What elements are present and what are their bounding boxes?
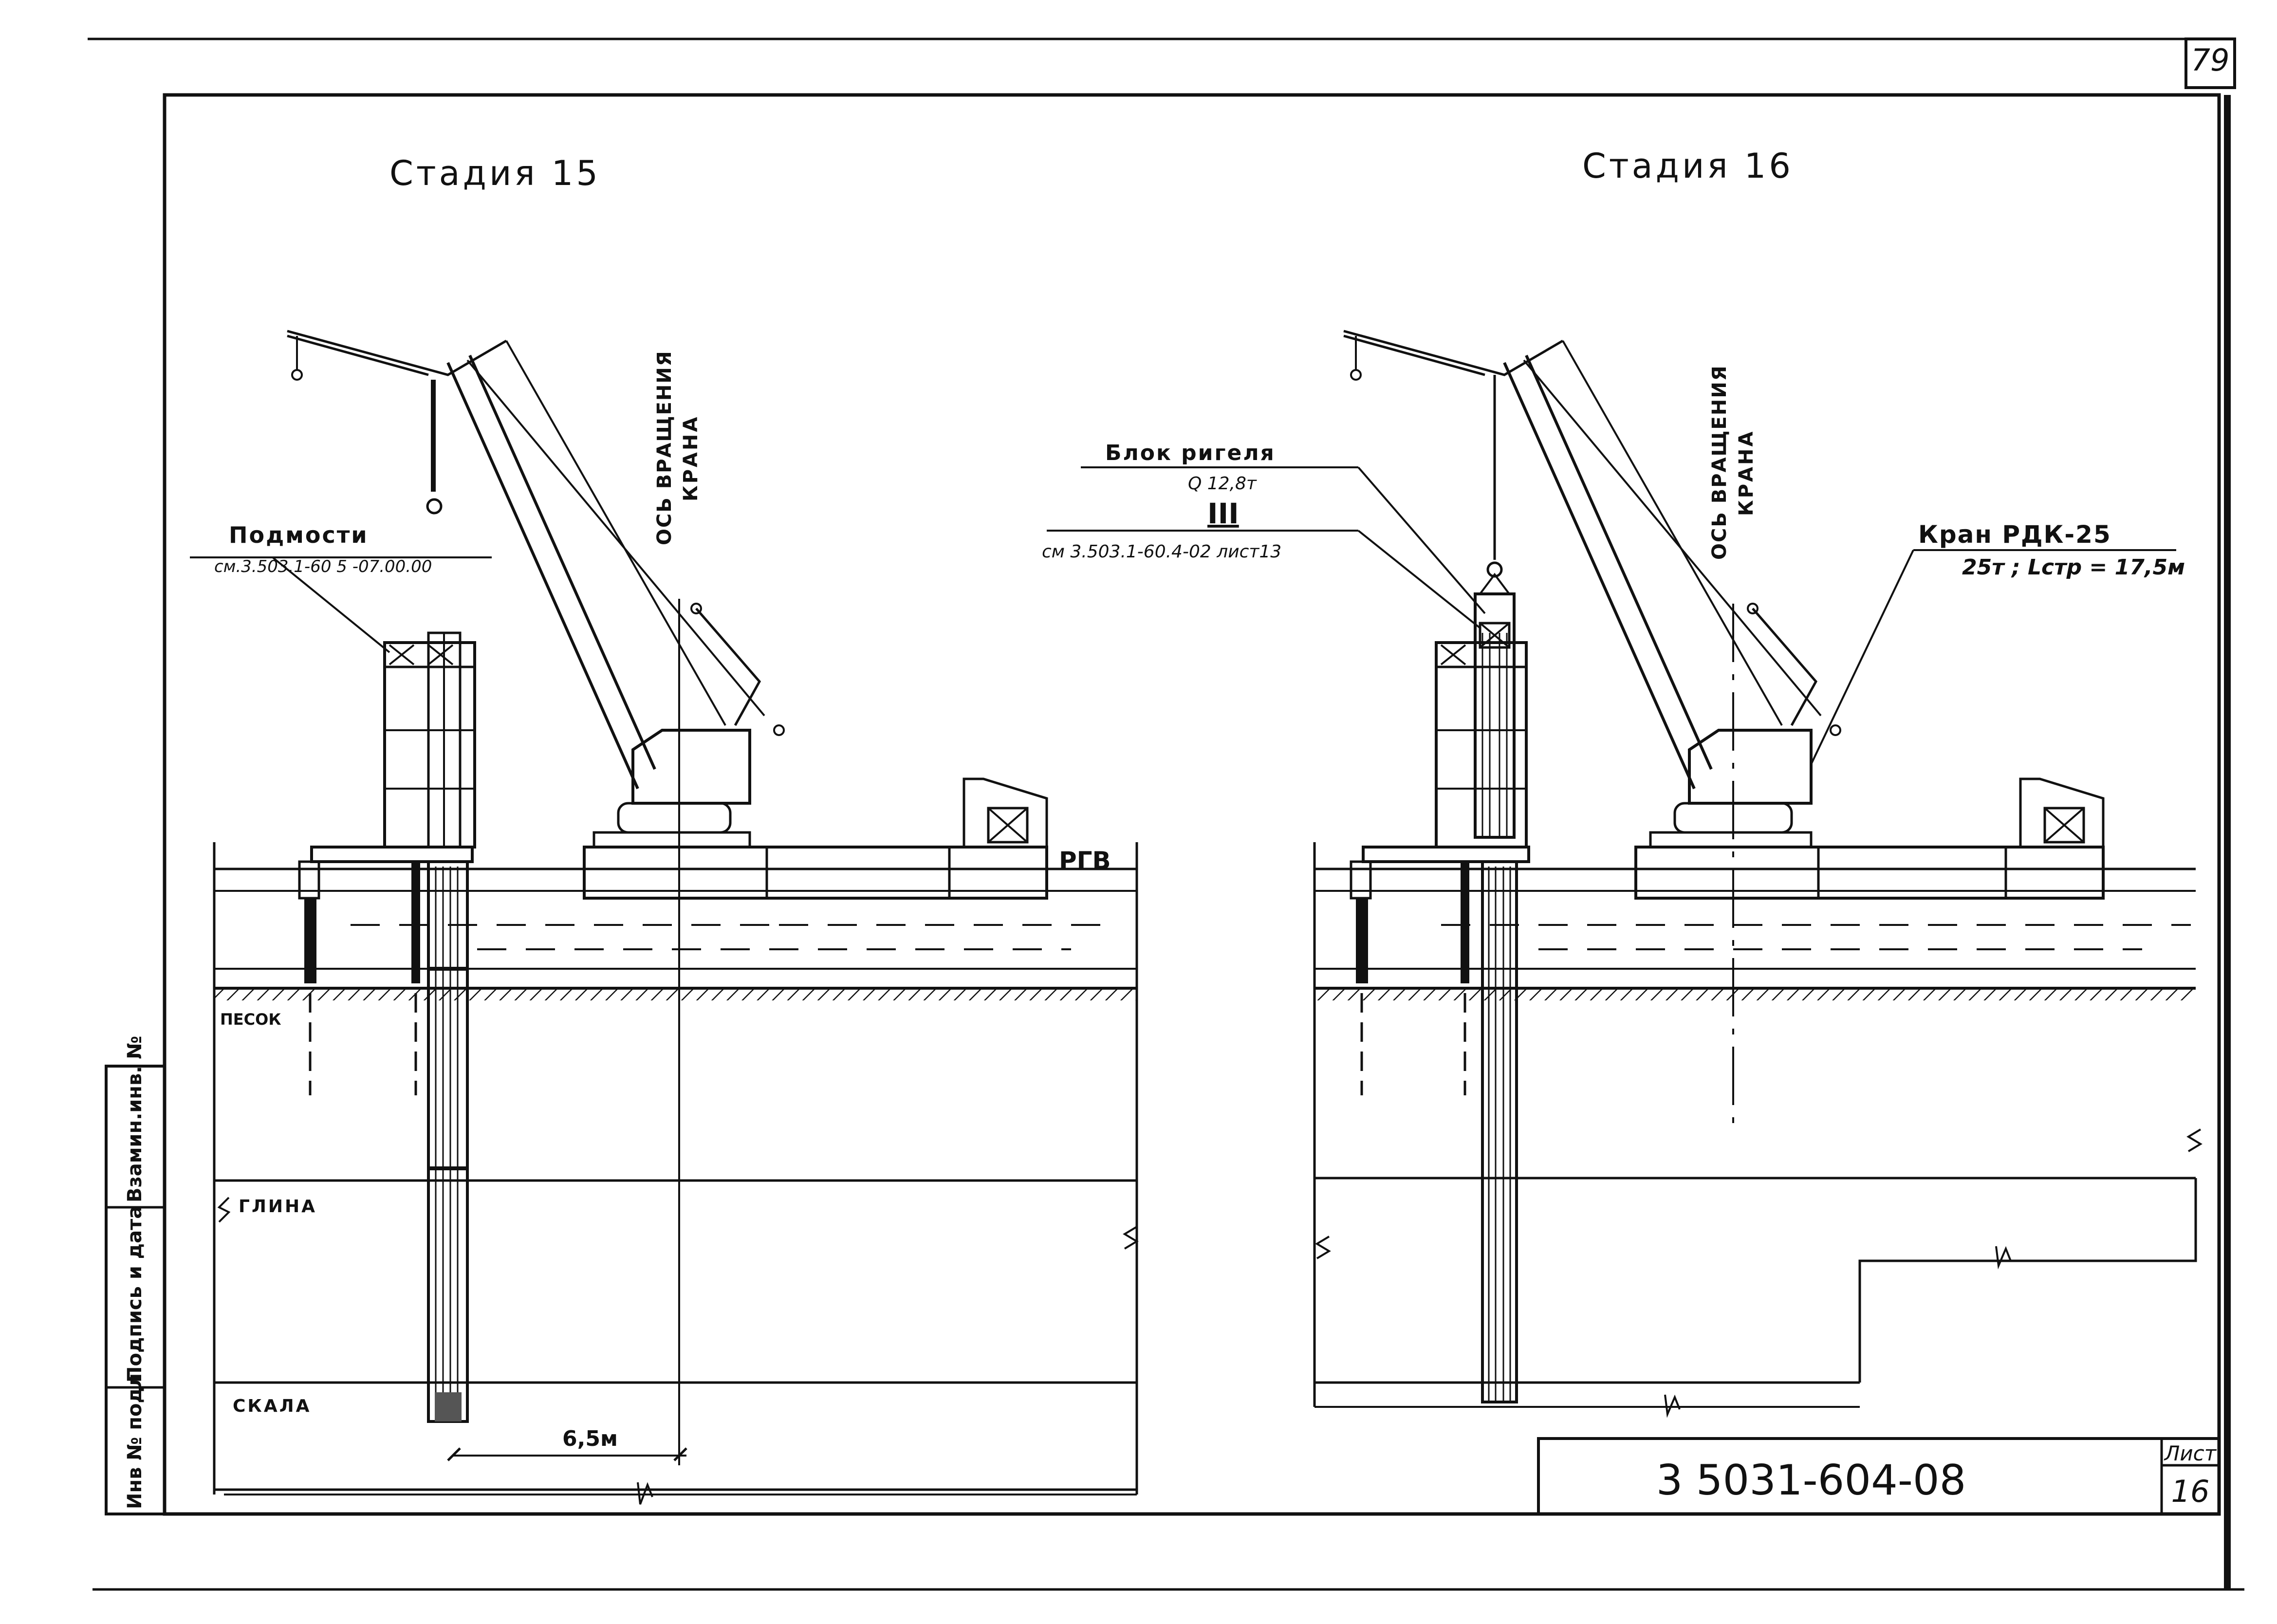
title-block	[1537, 1437, 2221, 1515]
stage15-soil-rock: СКАЛА	[233, 1396, 311, 1416]
stage16-block-mark: III	[1207, 497, 1239, 530]
stage15-soil-clay: ГЛИНА	[239, 1197, 317, 1217]
stage15-title: Стадия 15	[389, 153, 601, 193]
sheet-number: 16	[2171, 1474, 2210, 1509]
drawing-code: 3 5031-604-08	[1656, 1456, 1966, 1505]
stage16-block-ref: см 3.503.1-60.4-02 лист13	[1042, 542, 1281, 562]
stage16-axis-label-2: КРАНА	[1735, 430, 1758, 516]
stage15-drawing	[190, 330, 1139, 1505]
stamp-sign-label: Подпись и дата	[124, 1206, 146, 1383]
stage16-drawing	[1047, 330, 2203, 1418]
stage15-axis-label-2: КРАНА	[680, 415, 702, 501]
stage16-crane-label: Кран РДК-25	[1918, 520, 2111, 549]
stage15-scaffold-label: Подмости	[229, 522, 369, 548]
sheet-frame	[88, 37, 2244, 1591]
sheet-label: Лист	[2164, 1441, 2217, 1465]
stamp-inv-label: Инв № подл	[124, 1373, 146, 1509]
stamp-replace-label: Взамин.инв. №	[124, 1036, 146, 1203]
stage15-axis-label-1: ОСЬ ВРАЩЕНИЯ	[653, 350, 676, 545]
stage15-water-level: РГВ	[1059, 847, 1111, 875]
stage16-title: Стадия 16	[1582, 146, 1794, 186]
stage16-axis-label-1: ОСЬ ВРАЩЕНИЯ	[1708, 365, 1731, 560]
stage16-block-label: Блок ригеля	[1105, 441, 1276, 465]
stage16-crane-spec: 25т ; Lстр = 17,5м	[1962, 555, 2185, 580]
stage15-dimension: 6,5м	[562, 1426, 618, 1451]
page-number: 79	[2191, 42, 2230, 78]
stage16-block-weight: Q 12,8т	[1188, 474, 1257, 494]
stage15-scaffold-ref: см.3.503.1-60 5 -07.00.00	[214, 557, 432, 576]
side-stamp: Инв № подл Подпись и дата Взамин.инв. №	[105, 1036, 166, 1515]
stage15-soil-sand: ПЕСОК	[220, 1010, 281, 1029]
